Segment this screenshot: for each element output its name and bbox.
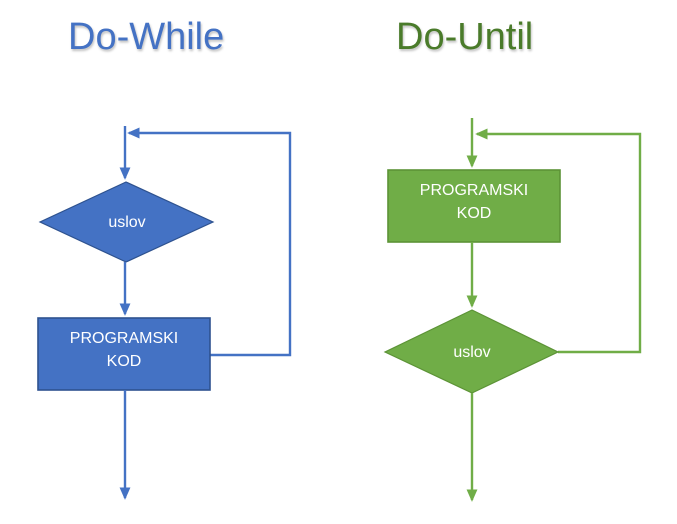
page-title-do-until: Do-Until: [396, 16, 534, 58]
connector-blue-loop-back: [127, 127, 292, 357]
page-title-do-while: Do-While: [68, 16, 225, 58]
shape-blue-code-rect: [37, 317, 211, 391]
shape-blue-condition-diamond: [38, 181, 215, 263]
shape-green-condition-diamond: [383, 309, 560, 394]
connector-green-loop-back: [475, 128, 642, 354]
shape-green-code-rect: [387, 169, 561, 243]
